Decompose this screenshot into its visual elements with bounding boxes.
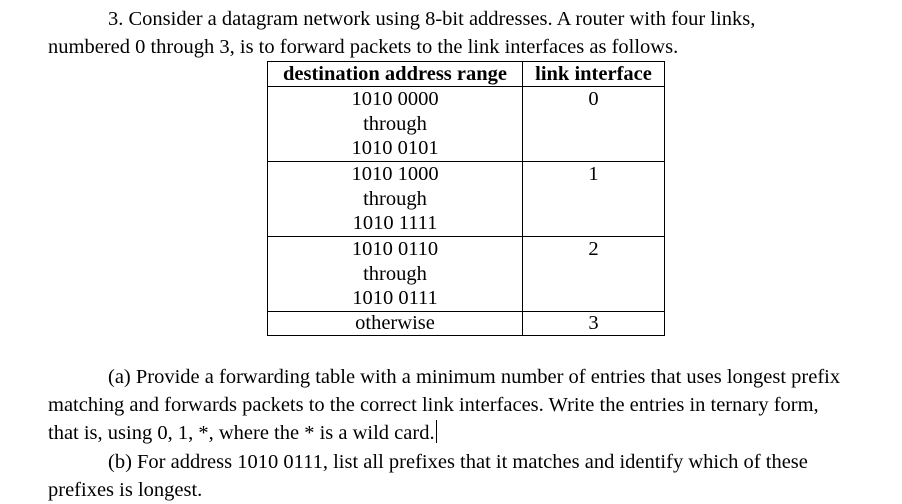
range-through: through: [363, 112, 427, 135]
part-a-text-line-3[interactable]: that is, using 0, 1, *, where the * is a…: [48, 419, 438, 447]
link-interface-cell: 1: [522, 161, 665, 237]
link-interface-cell: 2: [522, 236, 665, 312]
question-text-line-2: numbered 0 through 3, is to forward pack…: [48, 36, 679, 58]
part-a-text-line-1: (a) Provide a forwarding table with a mi…: [108, 366, 841, 388]
link-interface-value: 2: [588, 238, 599, 260]
address-range-cell: 1010 0110 through 1010 0111: [267, 236, 523, 312]
part-a-text-line-3-content: that is, using 0, 1, *, where the * is a…: [48, 422, 435, 444]
range-through: through: [363, 262, 427, 285]
table-row: 1010 0000 through 1010 0101 0: [267, 86, 665, 162]
address-range-cell: otherwise: [267, 311, 523, 336]
table-header-row: destination address range link interface: [267, 61, 665, 87]
text-cursor: [435, 420, 438, 443]
range-start: 1010 0110: [351, 238, 439, 260]
address-range-cell: 1010 1000 through 1010 1111: [267, 161, 523, 237]
table-row: otherwise 3: [267, 311, 665, 336]
part-a-text-line-2: matching and forwards packets to the cor…: [48, 394, 819, 416]
part-b-text-line-1: (b) For address 1010 0111, list all pref…: [108, 451, 808, 473]
link-interface-cell: 3: [522, 311, 665, 336]
header-destination-address-range: destination address range: [267, 61, 523, 87]
range-end: 1010 1111: [352, 212, 438, 234]
range-start: 1010 1000: [351, 163, 439, 185]
question-text-line-1: 3. Consider a datagram network using 8-b…: [108, 8, 756, 30]
link-interface-value: 1: [588, 163, 599, 185]
range-through: through: [363, 187, 427, 210]
address-range-cell: 1010 0000 through 1010 0101: [267, 86, 523, 162]
header-link-interface: link interface: [522, 61, 665, 87]
range-end: 1010 0111: [352, 287, 438, 309]
range-end: 1010 0101: [351, 137, 439, 159]
part-b-text-line-2: prefixes is longest.: [48, 479, 203, 501]
forwarding-range-table: destination address range link interface…: [267, 61, 665, 336]
link-interface-value: 0: [588, 88, 599, 110]
link-interface-cell: 0: [522, 86, 665, 162]
table-row: 1010 0110 through 1010 0111 2: [267, 236, 665, 312]
table-row: 1010 1000 through 1010 1111 1: [267, 161, 665, 237]
range-start: 1010 0000: [351, 88, 439, 110]
